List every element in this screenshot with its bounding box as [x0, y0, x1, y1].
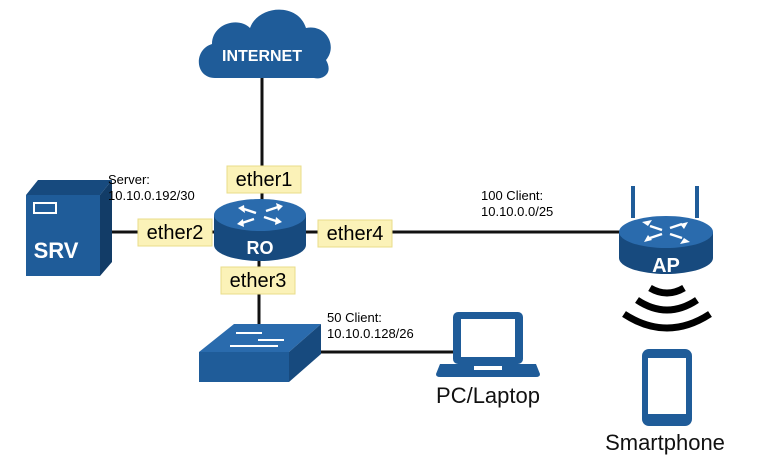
router-icon: RO: [214, 199, 306, 261]
svg-text:100 Client:: 100 Client:: [481, 188, 543, 203]
server-network-note: Server: 10.10.0.192/30: [108, 172, 195, 203]
svg-text:50 Client:: 50 Client:: [327, 310, 382, 325]
internet-label: INTERNET: [222, 48, 302, 65]
svg-text:10.10.0.128/26: 10.10.0.128/26: [327, 326, 414, 341]
wireless-network-note: 100 Client: 10.10.0.0/25: [481, 188, 553, 219]
port-ether4: ether4: [317, 219, 393, 248]
wired-network-note: 50 Client: 10.10.0.128/26: [327, 310, 414, 341]
server-icon: SRV: [26, 180, 112, 276]
port-ether2: ether2: [137, 218, 213, 247]
svg-text:Server:: Server:: [108, 172, 150, 187]
wifi-waves-icon: [622, 284, 712, 332]
port-ether1: ether1: [226, 165, 302, 194]
svg-text:ether4: ether4: [327, 223, 384, 245]
svg-text:ether3: ether3: [230, 270, 287, 292]
laptop-icon: [436, 312, 540, 377]
internet-cloud-icon: INTERNET: [198, 9, 331, 79]
svg-text:ether1: ether1: [236, 169, 293, 191]
smartphone-icon: [642, 349, 692, 426]
switch-icon: [199, 324, 321, 382]
router-label: RO: [247, 238, 274, 258]
server-label: SRV: [34, 238, 79, 263]
access-point-icon: AP: [619, 186, 713, 277]
laptop-label: PC/Laptop: [436, 383, 540, 408]
svg-text:10.10.0.0/25: 10.10.0.0/25: [481, 204, 553, 219]
svg-text:ether2: ether2: [147, 222, 204, 244]
port-ether3: ether3: [220, 266, 296, 295]
svg-text:10.10.0.192/30: 10.10.0.192/30: [108, 188, 195, 203]
ap-label: AP: [652, 255, 680, 277]
smartphone-label: Smartphone: [605, 430, 725, 455]
